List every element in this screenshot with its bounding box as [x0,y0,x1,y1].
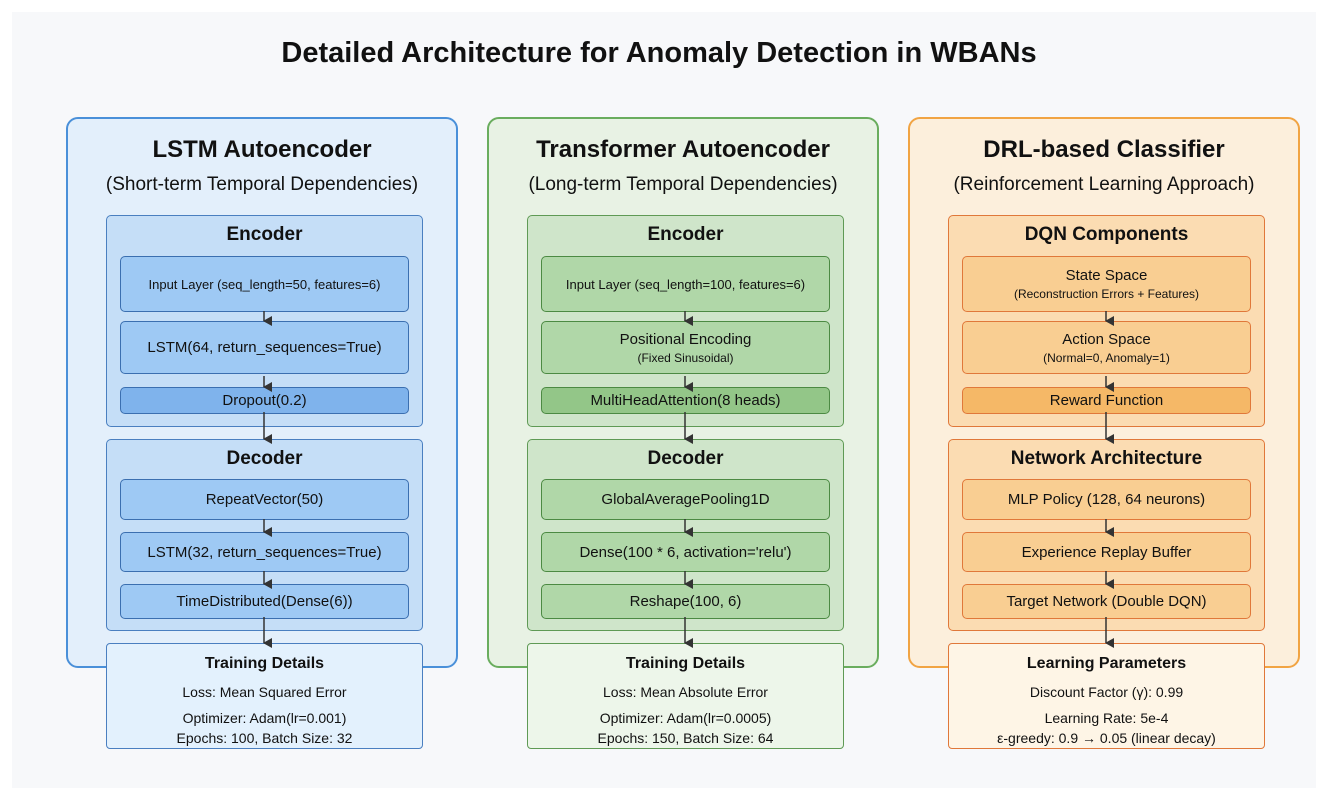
lstm-repeatvector-label: RepeatVector(50) [205,491,324,508]
lstm-panel-subtitle: (Short-term Temporal Dependencies) [105,174,419,195]
transformer-training-title: Training Details [625,655,746,672]
drl-state-space-label: State Space [1065,267,1148,284]
drl-learning-parameters-title: Learning Parameters [1026,655,1187,672]
drl-network-section: Network Architecture MLP Policy (128, 64… [948,439,1265,631]
transformer-multihead-attention: MultiHeadAttention(8 heads) [541,387,830,414]
transformer-gap-layer: GlobalAveragePooling1D [541,479,830,520]
lstm-training-epochs: Epochs: 100, Batch Size: 32 [176,730,353,746]
drl-state-space: State Space (Reconstruction Errors + Fea… [962,256,1251,312]
transformer-decoder-section: Decoder GlobalAveragePooling1D Dense(100… [527,439,844,631]
drl-dqn-title: DQN Components [1024,224,1189,245]
transformer-panel-title: Transformer Autoencoder [536,136,830,163]
transformer-panel-subtitle: (Long-term Temporal Dependencies) [528,174,838,195]
lstm-training-loss: Loss: Mean Squared Error [182,684,347,700]
transformer-reshape-layer: Reshape(100, 6) [541,584,830,619]
transformer-training-details: Training Details Loss: Mean Absolute Err… [527,643,844,749]
lstm-input-layer: Input Layer (seq_length=50, features=6) [120,256,409,312]
lstm-encoder-lstm-label: LSTM(64, return_sequences=True) [147,339,382,356]
transformer-reshape-label: Reshape(100, 6) [629,593,742,610]
transformer-gap-label: GlobalAveragePooling1D [601,491,770,508]
lstm-encoder-section: Encoder Input Layer (seq_length=50, feat… [106,215,423,427]
drl-state-space-sub: (Reconstruction Errors + Features) [1013,287,1200,301]
lstm-decoder-lstm-layer: LSTM(32, return_sequences=True) [120,532,409,572]
drl-replay-buffer: Experience Replay Buffer [962,532,1251,572]
page-title: Detailed Architecture for Anomaly Detect… [281,37,1037,69]
drl-network-title: Network Architecture [1010,448,1203,469]
transformer-positional-encoding-sub: (Fixed Sinusoidal) [637,350,734,365]
transformer-training-optimizer: Optimizer: Adam(lr=0.0005) [599,710,772,726]
drl-panel-title: DRL-based Classifier [983,136,1225,163]
lstm-decoder-lstm-label: LSTM(32, return_sequences=True) [147,543,382,561]
lstm-timedistributed-label: TimeDistributed(Dense(6)) [176,593,353,610]
lstm-dropout-label: Dropout(0.2) [222,392,307,409]
drl-discount-factor: Discount Factor (γ): 0.99 [1029,684,1184,700]
lstm-training-optimizer: Optimizer: Adam(lr=0.001) [182,710,347,726]
transformer-training-loss: Loss: Mean Absolute Error [603,684,768,700]
lstm-panel-title: LSTM Autoencoder [152,136,372,163]
drl-reward-function-label: Reward Function [1049,392,1164,409]
drl-target-network-label: Target Network (Double DQN) [1006,593,1207,610]
drl-target-network: Target Network (Double DQN) [962,584,1251,619]
drl-action-space-sub: (Normal=0, Anomaly=1) [1043,350,1170,365]
lstm-repeatvector-layer: RepeatVector(50) [120,479,409,520]
drl-mlp-policy: MLP Policy (128, 64 neurons) [962,479,1251,520]
drl-action-space-label: Action Space [1062,330,1151,348]
drl-action-space: Action Space (Normal=0, Anomaly=1) [962,321,1251,374]
lstm-training-title: Training Details [204,655,325,672]
transformer-multihead-attention-label: MultiHeadAttention(8 heads) [590,392,781,409]
drl-reward-function: Reward Function [962,387,1251,414]
lstm-decoder-section: Decoder RepeatVector(50) LSTM(32, return… [106,439,423,631]
transformer-encoder-title: Encoder [647,224,724,245]
transformer-positional-encoding: Positional Encoding (Fixed Sinusoidal) [541,321,830,374]
lstm-dropout-layer: Dropout(0.2) [120,387,409,414]
drl-replay-buffer-label: Experience Replay Buffer [1021,543,1192,561]
transformer-encoder-section: Encoder Input Layer (seq_length=100, fea… [527,215,844,427]
transformer-dense-label: Dense(100 * 6, activation='relu') [579,543,792,561]
transformer-input-layer: Input Layer (seq_length=100, features=6) [541,256,830,312]
lstm-encoder-lstm-layer: LSTM(64, return_sequences=True) [120,321,409,374]
lstm-input-layer-label: Input Layer (seq_length=50, features=6) [148,276,381,292]
drl-learning-rate: Learning Rate: 5e-4 [1044,710,1169,726]
drl-epsilon-greedy: ε-greedy: 0.9 → 0.05 (linear decay) [997,730,1216,746]
lstm-encoder-title: Encoder [226,224,303,245]
drl-panel-subtitle: (Reinforcement Learning Approach) [953,174,1255,195]
drl-dqn-section: DQN Components State Space (Reconstructi… [948,215,1265,427]
transformer-training-epochs: Epochs: 150, Batch Size: 64 [597,730,774,746]
drl-learning-parameters: Learning Parameters Discount Factor (γ):… [948,643,1265,749]
lstm-decoder-title: Decoder [226,448,303,469]
transformer-dense-layer: Dense(100 * 6, activation='relu') [541,532,830,572]
transformer-input-layer-label: Input Layer (seq_length=100, features=6) [565,276,806,292]
lstm-timedistributed-layer: TimeDistributed(Dense(6)) [120,584,409,619]
lstm-training-details: Training Details Loss: Mean Squared Erro… [106,643,423,749]
drl-mlp-policy-label: MLP Policy (128, 64 neurons) [1007,491,1206,508]
transformer-positional-encoding-label: Positional Encoding [619,330,752,348]
transformer-decoder-title: Decoder [647,448,724,469]
